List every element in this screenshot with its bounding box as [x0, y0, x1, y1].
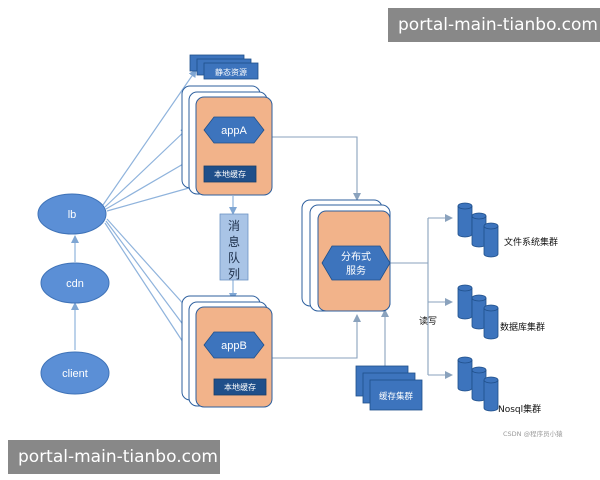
appB-label: appB: [221, 340, 247, 352]
file-system-cylinders: [457, 202, 499, 258]
client-node: client: [40, 351, 110, 395]
static-resources-label: 静态资源: [215, 67, 247, 77]
queue-char-4: 列: [228, 267, 240, 281]
database-cluster-label: 数据库集群: [500, 321, 545, 333]
static-resources-stack: 静态资源: [189, 54, 259, 80]
arrow-lb-to-appB-3: [104, 222, 197, 363]
distributed-service-hexagon: [321, 245, 391, 281]
distributed-service-stack: 分布式 服务: [301, 199, 391, 312]
watermark-bottom: portal-main-tianbo.com: [8, 440, 220, 474]
arrow-appA-to-service: [268, 136, 361, 201]
queue-char-1: 消: [228, 219, 240, 233]
database-cylinders: [457, 284, 499, 340]
distributed-service-label-1: 分布式: [341, 250, 371, 263]
cdn-node: cdn: [40, 262, 110, 304]
appA-stack: appA 本地缓存: [181, 85, 273, 196]
lb-label: lb: [68, 209, 77, 221]
client-label: client: [62, 368, 88, 380]
appB-stack: appB 本地缓存: [181, 295, 273, 408]
arrow-lb-to-appA-2: [105, 159, 191, 210]
appB-hexagon: [203, 331, 265, 359]
appA-local-cache: [203, 165, 257, 183]
lb-node: lb: [37, 193, 107, 235]
message-queue: 消 息 队 列: [219, 213, 249, 281]
service-connectors: [268, 136, 453, 379]
appA-cache-label: 本地缓存: [214, 169, 246, 179]
arrow-lb-to-static: [102, 69, 197, 206]
nosql-cylinders: [457, 356, 499, 412]
cdn-label: cdn: [66, 278, 84, 290]
cache-cluster-label: 缓存集群: [379, 391, 414, 402]
read-write-label: 读写: [419, 315, 437, 327]
appA-hexagon: [203, 116, 265, 144]
arrow-lb-to-appA-3: [106, 184, 197, 212]
queue-char-3: 队: [228, 250, 240, 265]
credit-text: CSDN @程序员小猿: [503, 429, 563, 438]
watermark-top: portal-main-tianbo.com: [388, 8, 600, 42]
distributed-service-label-2: 服务: [346, 264, 366, 277]
file-system-cluster-label: 文件系统集群: [504, 236, 558, 248]
appB-local-cache: [213, 378, 267, 396]
arrow-lb-to-appA-1: [104, 127, 189, 208]
cache-cluster-stack: 缓存集群: [355, 365, 423, 411]
queue-char-2: 息: [228, 234, 240, 249]
nosql-cluster-label: Nosql集群: [498, 403, 541, 415]
arrow-lb-to-appB-1: [106, 218, 197, 319]
appA-label: appA: [221, 125, 247, 137]
connectors: [71, 69, 237, 363]
appB-cache-label: 本地缓存: [224, 382, 256, 392]
arrow-appB-to-service: [268, 314, 361, 359]
arrow-lb-to-appB-2: [105, 220, 191, 335]
